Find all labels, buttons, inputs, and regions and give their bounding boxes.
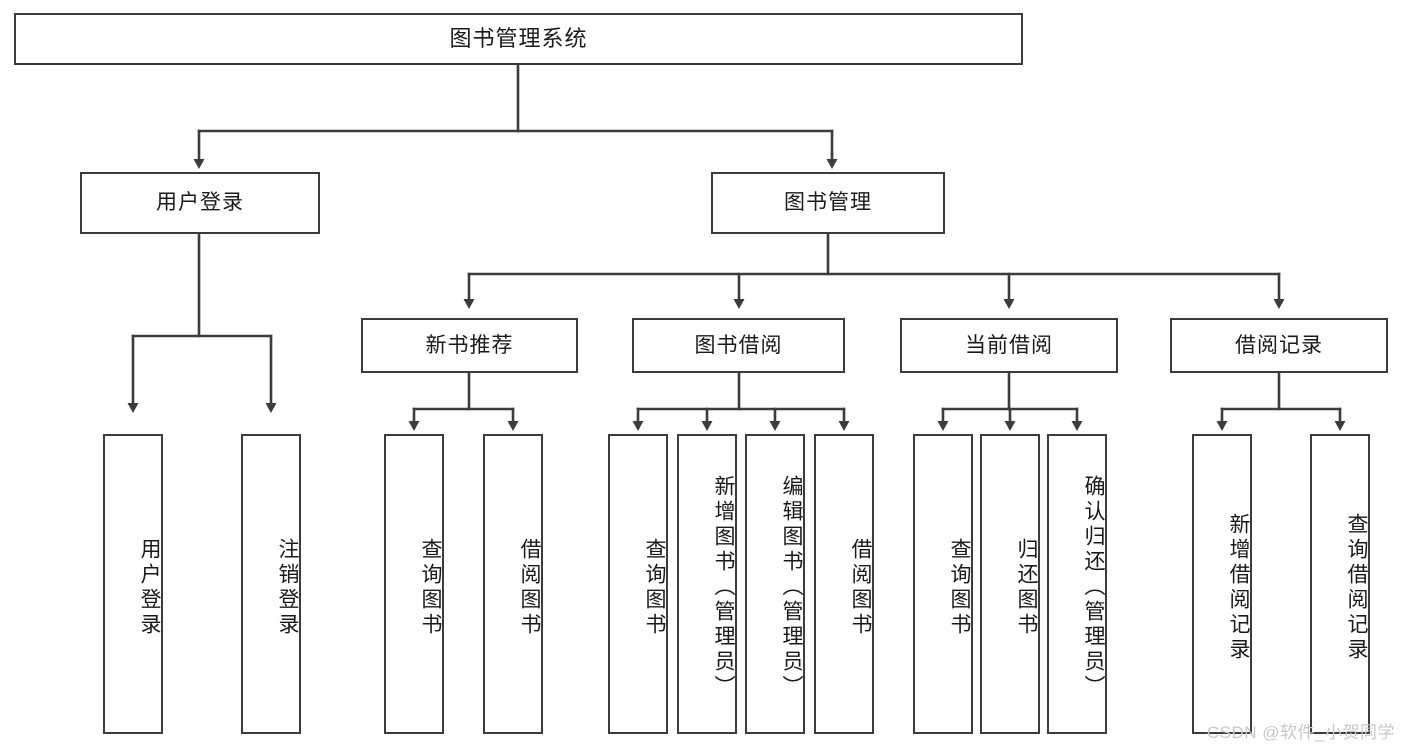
- node-label: 借阅记录: [1235, 333, 1323, 357]
- watermark-text: CSDN @软件_小贺同学: [1206, 723, 1395, 742]
- node-label: 注销登录: [276, 538, 299, 638]
- node-label: 图书管理: [784, 191, 872, 215]
- leaf-current-return-book[interactable]: 归还图书: [980, 434, 1040, 734]
- node-label: 新书推荐: [425, 333, 514, 357]
- leaf-record-add-borrow-record[interactable]: 新增借阅记录: [1192, 434, 1252, 734]
- leaf-borrow-borrow-book[interactable]: 借阅图书: [814, 434, 874, 734]
- node-root-system[interactable]: 图书管理系统: [14, 13, 1023, 65]
- leaf-user-logout[interactable]: 注销登录: [241, 434, 301, 734]
- node-label: 借阅图书: [518, 538, 541, 638]
- node-borrow-record[interactable]: 借阅记录: [1170, 318, 1388, 373]
- leaf-current-confirm-return-admin[interactable]: 确认归还（管理员）: [1047, 434, 1107, 734]
- node-label: 归还图书: [1015, 538, 1038, 638]
- node-label: 查询借阅记录: [1345, 513, 1368, 663]
- node-label: 新增借阅记录: [1227, 513, 1250, 663]
- node-label: 用户登录: [138, 538, 161, 638]
- node-label: 新增图书（管理员）: [712, 474, 735, 700]
- node-user-login-module[interactable]: 用户登录: [80, 172, 320, 234]
- leaf-current-query-book[interactable]: 查询图书: [913, 434, 973, 734]
- node-label: 查询图书: [643, 538, 666, 638]
- node-label: 确认归还（管理员）: [1082, 474, 1105, 700]
- leaf-borrow-query-book[interactable]: 查询图书: [608, 434, 668, 734]
- node-new-book-recommend[interactable]: 新书推荐: [361, 318, 578, 373]
- leaf-borrow-edit-book-admin[interactable]: 编辑图书（管理员）: [745, 434, 805, 734]
- node-label: 借阅图书: [849, 538, 872, 638]
- node-book-borrow[interactable]: 图书借阅: [632, 318, 845, 373]
- node-book-management-module[interactable]: 图书管理: [711, 172, 945, 234]
- leaf-record-query-borrow-record[interactable]: 查询借阅记录: [1310, 434, 1370, 734]
- node-label: 图书借阅: [694, 333, 783, 357]
- leaf-user-login[interactable]: 用户登录: [103, 434, 163, 734]
- node-label: 查询图书: [419, 538, 442, 638]
- leaf-borrow-add-book-admin[interactable]: 新增图书（管理员）: [677, 434, 737, 734]
- node-label: 当前借阅: [965, 333, 1053, 357]
- node-label: 用户登录: [156, 191, 244, 215]
- node-current-borrow[interactable]: 当前借阅: [900, 318, 1118, 373]
- leaf-recommend-query-book[interactable]: 查询图书: [384, 434, 444, 734]
- node-label: 图书管理系统: [449, 25, 588, 51]
- node-label: 查询图书: [948, 538, 971, 638]
- node-label: 编辑图书（管理员）: [780, 474, 803, 700]
- leaf-recommend-borrow-book[interactable]: 借阅图书: [483, 434, 543, 734]
